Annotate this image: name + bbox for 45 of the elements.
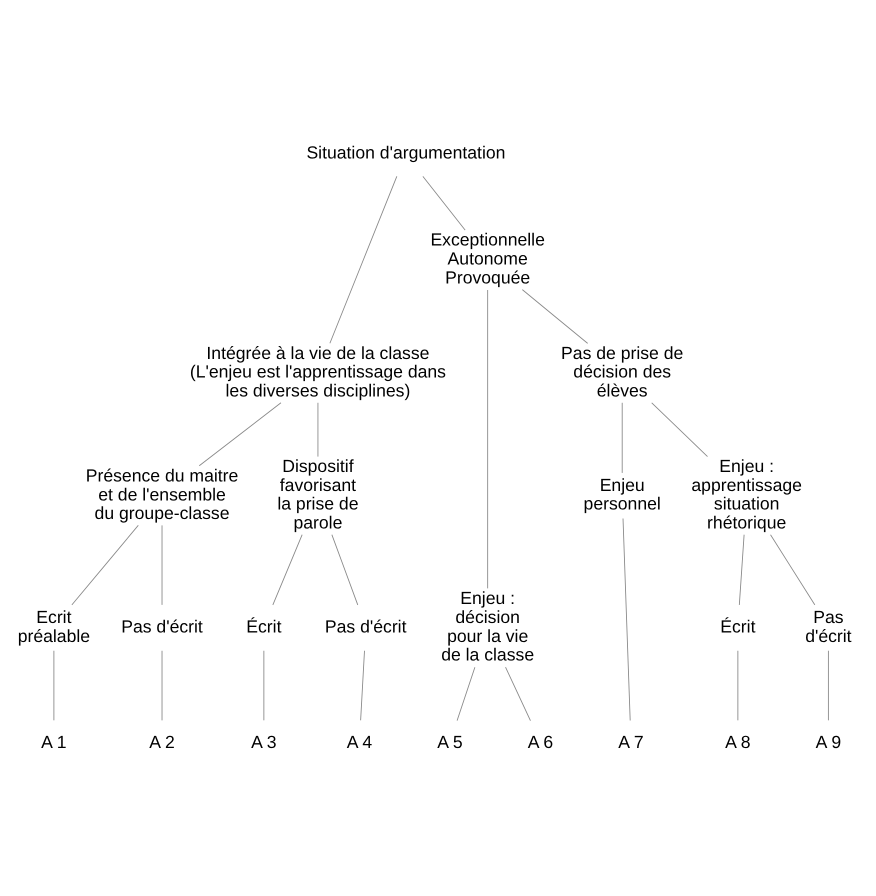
node-text: A 8 bbox=[725, 731, 751, 752]
node-text: A 9 bbox=[816, 731, 842, 752]
node-text: Enjeu : décision pour la vie de la classe bbox=[441, 588, 534, 664]
node-text: A 4 bbox=[346, 731, 372, 752]
connector bbox=[331, 534, 358, 605]
connector bbox=[737, 650, 738, 720]
connector bbox=[263, 650, 264, 720]
connector bbox=[522, 288, 588, 344]
node-text: A 2 bbox=[149, 731, 175, 752]
connector bbox=[828, 650, 829, 720]
node-text: Intégrée à la vie de la classe (L'enjeu est l'apprentissage dans les diverses disciplines) bbox=[190, 342, 446, 400]
connector bbox=[770, 534, 816, 605]
node-text: Situation d'argumentation bbox=[306, 142, 506, 162]
node-text: Enjeu personnel bbox=[584, 474, 661, 514]
node-text: A 5 bbox=[437, 731, 463, 752]
connector bbox=[360, 650, 365, 720]
node-text: Pas de prise de décision des élèves bbox=[561, 342, 684, 400]
connector bbox=[738, 534, 745, 605]
node-text: Enjeu : apprentissage situation rhétorique bbox=[691, 456, 802, 532]
node-text: Dispositif favorisant la prise de parole bbox=[277, 456, 359, 532]
connector bbox=[329, 175, 398, 344]
connector bbox=[487, 289, 488, 588]
node-text: A 3 bbox=[251, 731, 277, 752]
connector bbox=[622, 402, 623, 473]
node-text: Présence du maitre et de l'ensemble du groupe-classe bbox=[86, 464, 238, 523]
node-text: A 6 bbox=[528, 731, 554, 752]
connector bbox=[198, 402, 282, 466]
connector bbox=[505, 666, 531, 721]
connector bbox=[651, 402, 708, 457]
connector bbox=[272, 534, 303, 605]
connector bbox=[456, 666, 476, 721]
node-text: Ecrit préalable bbox=[18, 606, 90, 646]
node-text: A 1 bbox=[41, 731, 67, 752]
node-text: Écrit bbox=[246, 616, 282, 636]
node-text: A 7 bbox=[618, 731, 644, 752]
node-text: Pas d'écrit bbox=[324, 616, 406, 636]
connector bbox=[53, 650, 54, 720]
connector bbox=[71, 524, 139, 605]
node-text: Pas d'écrit bbox=[805, 606, 852, 646]
node-text: Pas d'écrit bbox=[121, 616, 203, 636]
node-text: Exceptionnelle Autonome Provoquée bbox=[430, 229, 545, 287]
node-text: Écrit bbox=[720, 616, 756, 636]
connector bbox=[422, 175, 466, 230]
connector bbox=[317, 402, 318, 457]
connector bbox=[622, 518, 631, 720]
